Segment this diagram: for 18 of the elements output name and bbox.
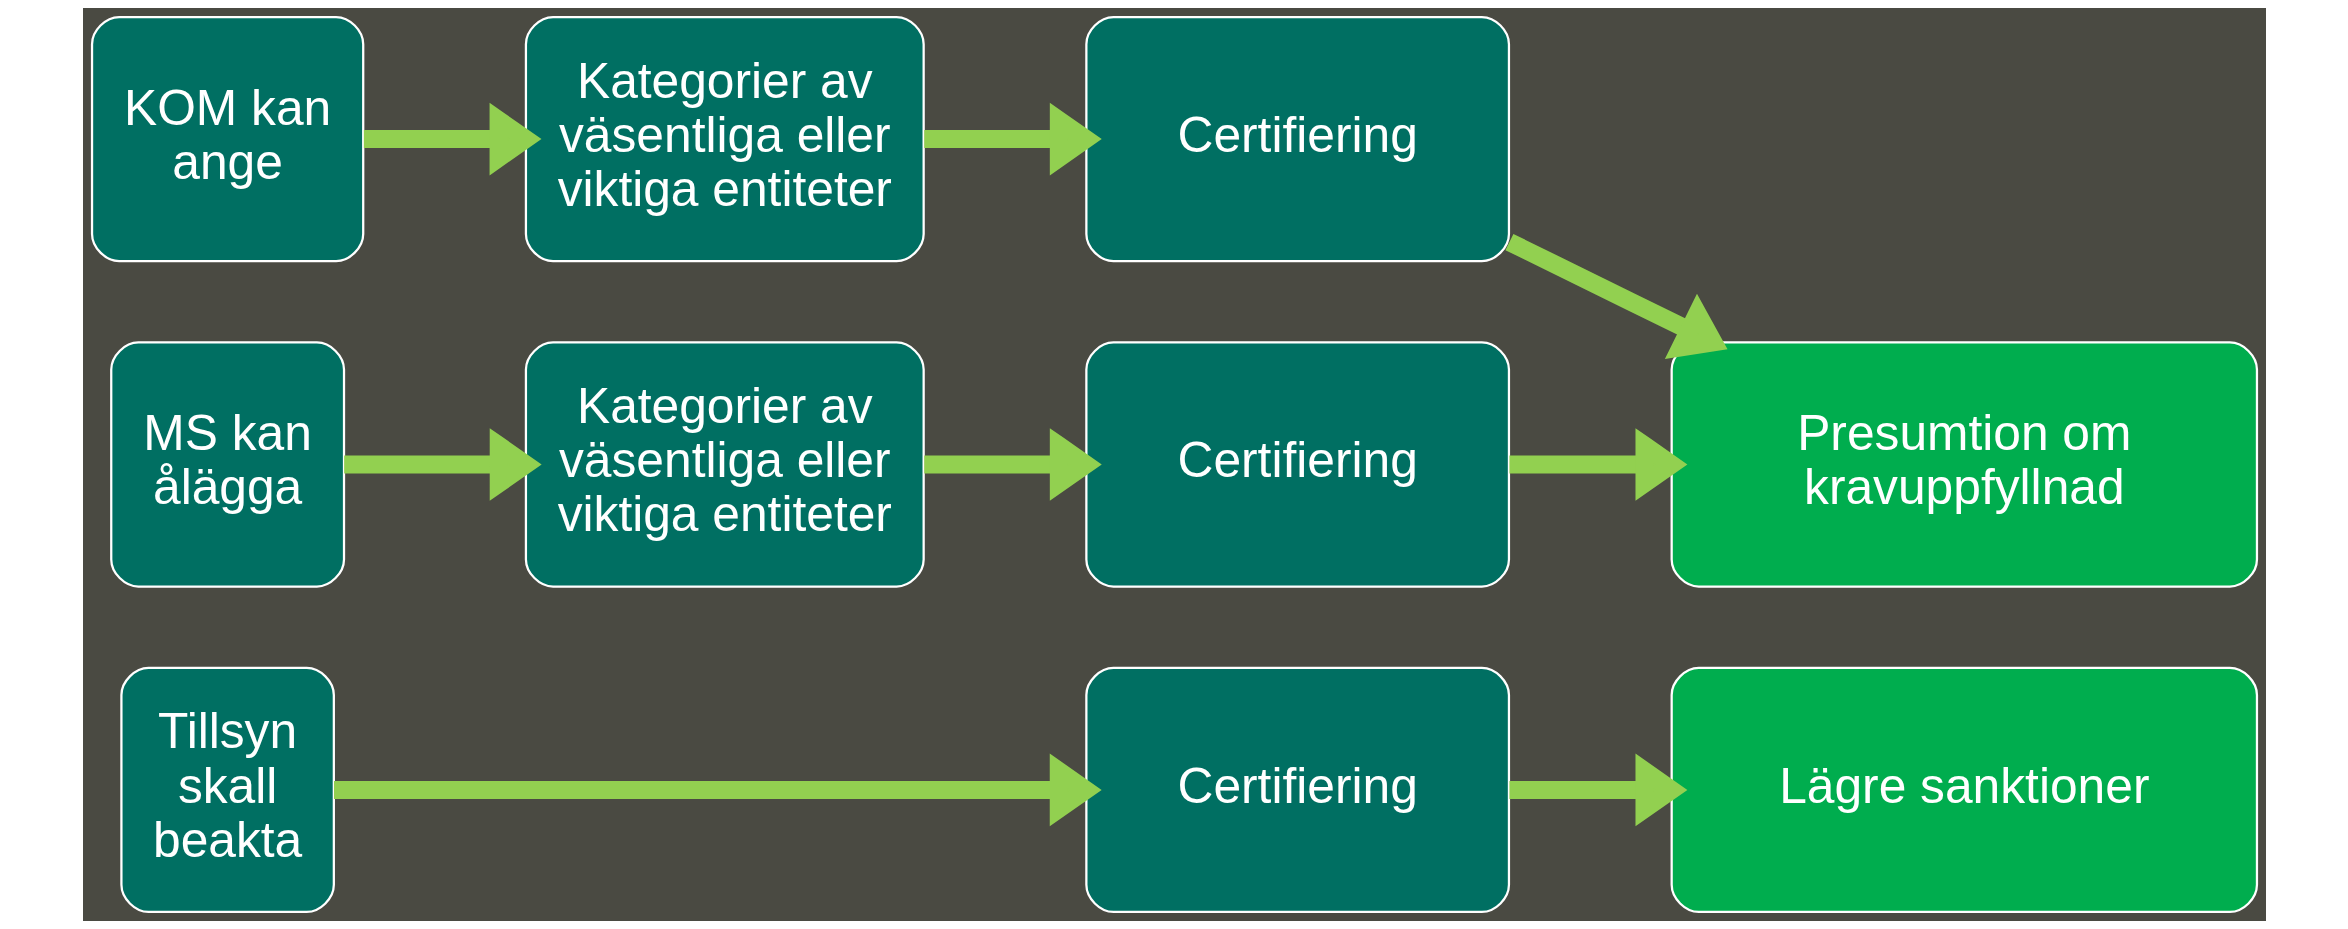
arrow [1504, 233, 1728, 359]
node-box: MS kan ålägga [109, 341, 345, 588]
node-box: Kategorier av väsentliga eller viktiga entiteter [524, 15, 925, 263]
arrow [333, 753, 1102, 827]
node-box: Lägre sanktioner [1670, 666, 2258, 914]
node-box: Certifiering [1084, 15, 1510, 263]
node-box: Presumtion om kravuppfyllnad [1670, 341, 2258, 588]
arrow [343, 428, 542, 501]
arrow [923, 102, 1102, 176]
arrow [1508, 753, 1687, 827]
node-box: Tillsyn skall beakta [119, 666, 335, 914]
arrow [363, 102, 541, 176]
arrow [923, 428, 1102, 501]
node-box: Kategorier av väsentliga eller viktiga entiteter [524, 341, 925, 588]
node-box: Certifiering [1084, 341, 1510, 588]
node-box: Certifiering [1084, 666, 1510, 914]
arrow [1508, 428, 1687, 501]
node-box: KOM kan ange [90, 15, 364, 263]
